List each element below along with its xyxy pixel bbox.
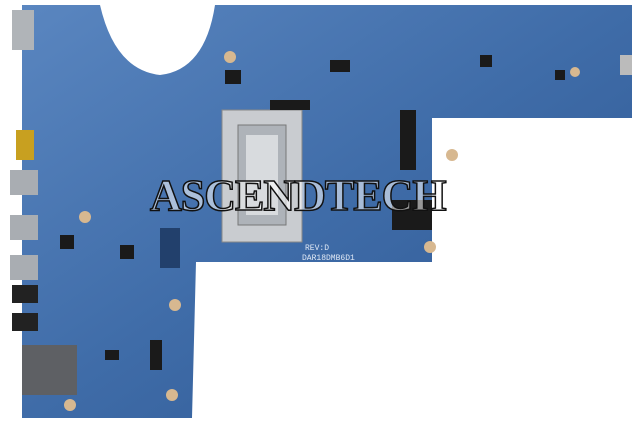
io-ports — [10, 10, 632, 395]
cpu-socket — [221, 109, 303, 243]
watermark: ASCENDTECH — [149, 170, 447, 221]
pcb-board — [22, 5, 632, 418]
silkscreen-part-number: DAR18DMB6D1 — [302, 254, 355, 263]
mounting-holes — [64, 51, 580, 411]
chips — [60, 55, 565, 370]
silkscreen-rev: REV:D — [305, 244, 330, 253]
